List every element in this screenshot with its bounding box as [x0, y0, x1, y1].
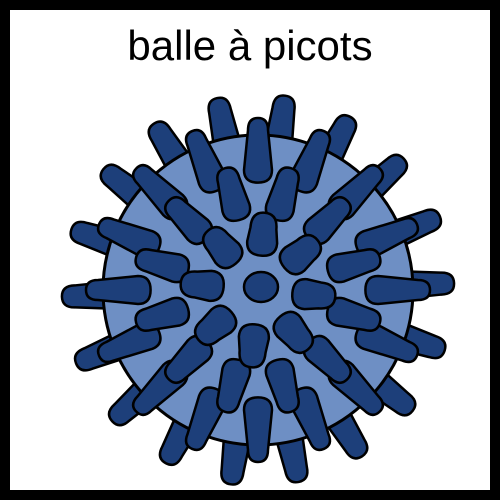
spike [291, 277, 337, 311]
spike [242, 270, 280, 304]
spike [264, 357, 300, 414]
spike [364, 274, 432, 306]
spiky-ball-surface-nubs [84, 116, 432, 464]
spike [216, 166, 252, 223]
spike [242, 116, 274, 184]
spike [237, 323, 271, 369]
spike [325, 248, 382, 284]
spike [278, 233, 323, 276]
spike [242, 396, 274, 464]
spike [84, 274, 152, 306]
spike [164, 196, 214, 246]
spike [201, 225, 244, 270]
spike [179, 269, 225, 303]
pictogram-caption: balle à picots [127, 22, 373, 69]
spiky-ball-illustration [60, 94, 456, 486]
spike [164, 334, 214, 384]
spike [302, 196, 352, 246]
spike [302, 334, 352, 384]
spike [272, 310, 315, 355]
spike [193, 304, 238, 347]
spike [245, 211, 279, 257]
spike [134, 296, 191, 332]
